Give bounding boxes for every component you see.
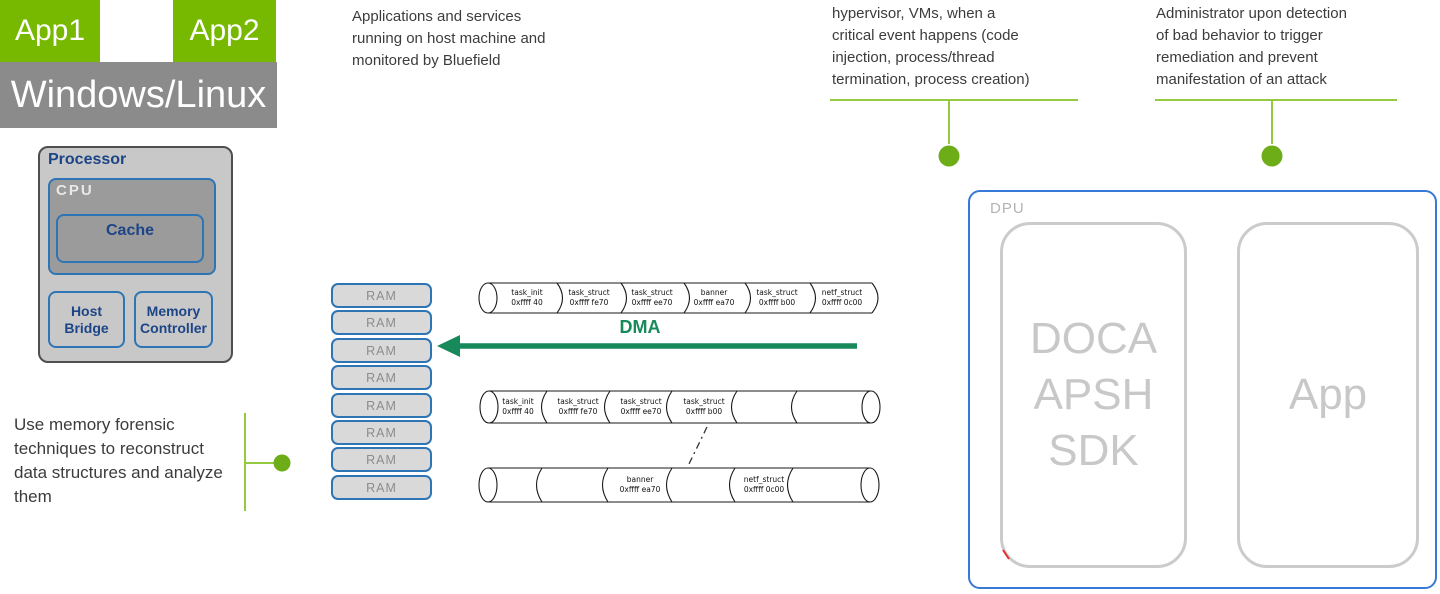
annotation-events-line: critical event happens (code — [832, 27, 1019, 44]
mem-seg-addr: 0xffff b00 — [686, 407, 722, 416]
annotation-admin-line: manifestation of an attack — [1156, 71, 1327, 88]
memory-cylinder-row3: banner 0xffff ea70 netf_struct 0xffff 0c… — [478, 467, 880, 503]
annotation-forensics-line: data structures and analyze — [14, 463, 223, 482]
app2-box: App2 — [173, 0, 276, 62]
os-box: Windows/Linux — [0, 62, 277, 128]
ram-box: RAM — [331, 393, 432, 418]
doca-line: SDK — [1048, 426, 1139, 475]
memory-cylinder-row1: task_init 0xffff 40 task_struct 0xffff f… — [478, 282, 879, 314]
mem-seg-name: task_struct — [683, 397, 724, 406]
ram-label: RAM — [366, 452, 397, 467]
annotation-apps-line: running on host machine and — [352, 30, 546, 47]
annotation-admin-line: of bad behavior to trigger — [1156, 27, 1323, 44]
annotation-connector-events — [830, 99, 1078, 167]
doca-apsh-sdk-box: DOCA APSH SDK — [1000, 222, 1187, 568]
mem-seg-name: banner — [627, 475, 654, 484]
annotation-forensics: Use memory forensic techniques to recons… — [14, 413, 223, 509]
memory-controller-label: Memory Controller — [140, 302, 207, 336]
annotation-events-line: hypervisor, VMs, when a — [832, 5, 996, 22]
cpu-label: CPU — [56, 182, 94, 199]
mem-seg-addr: 0xffff fe70 — [570, 298, 609, 307]
mem-seg-name: netf_struct — [744, 475, 785, 484]
annotation-apps: Applications and services running on hos… — [352, 6, 545, 72]
mem-seg-addr: 0xffff ee70 — [632, 298, 673, 307]
host-bridge-label: Host Bridge — [64, 302, 109, 336]
ram-box: RAM — [331, 447, 432, 472]
ram-box: RAM — [331, 310, 432, 335]
mem-seg-addr: 0xffff b00 — [759, 298, 795, 307]
mem-seg-addr: 0xffff ee70 — [621, 407, 662, 416]
mem-seg-name: task_struct — [756, 288, 797, 297]
mem-seg-name: task_struct — [620, 397, 661, 406]
os-label: Windows/Linux — [10, 73, 267, 116]
app2-label: App2 — [189, 14, 260, 47]
annotation-forensics-line: techniques to reconstruct — [14, 439, 204, 458]
dma-arrow — [437, 335, 857, 357]
ram-label: RAM — [366, 370, 397, 385]
ram-label: RAM — [366, 315, 397, 330]
linked-list-dashed-connector — [688, 426, 708, 465]
ram-label: RAM — [366, 288, 397, 303]
dma-arrowhead — [437, 335, 460, 357]
mem-seg-name: task_struct — [568, 288, 609, 297]
dpu-app-label: App — [1288, 370, 1368, 419]
green-dot — [1261, 145, 1283, 167]
ram-box: RAM — [331, 365, 432, 390]
mem-seg-addr: 0xffff ea70 — [620, 485, 661, 494]
ram-label: RAM — [366, 343, 397, 358]
annotation-apps-line: Applications and services — [352, 8, 522, 25]
annotation-connector-forensics — [244, 413, 291, 511]
memory-cylinder-row2: task_init 0xffff 40 task_struct 0xffff f… — [479, 390, 881, 424]
cache-label: Cache — [105, 222, 155, 239]
memory-controller-box: Memory Controller — [134, 291, 213, 348]
annotation-forensics-line: Use memory forensic — [14, 415, 175, 434]
app1-box: App1 — [0, 0, 100, 62]
mem-seg-name: netf_struct — [822, 288, 863, 297]
mem-seg-name: task_init — [502, 397, 533, 406]
dpu-app-box: App — [1237, 222, 1419, 568]
annotation-connector-admin — [1155, 99, 1397, 167]
ram-label: RAM — [366, 480, 397, 495]
dma-label: DMA — [619, 317, 661, 337]
mem-seg-addr: 0xffff 40 — [511, 298, 543, 307]
ram-box: RAM — [331, 338, 432, 363]
red-mark — [1002, 549, 1010, 560]
ram-box: RAM — [331, 283, 432, 308]
annotation-apps-line: monitored by Bluefield — [352, 52, 501, 69]
green-dot — [938, 145, 960, 167]
annotation-events-line: injection, process/thread — [832, 49, 995, 66]
dpu-title: DPU — [990, 200, 1025, 217]
green-dot — [273, 454, 291, 472]
host-bridge-box: Host Bridge — [48, 291, 125, 348]
doca-line: APSH — [1033, 370, 1154, 419]
mem-seg-addr: 0xffff 0c00 — [744, 485, 785, 494]
mem-seg-name: task_struct — [557, 397, 598, 406]
mem-seg-name: task_struct — [631, 288, 672, 297]
mem-seg-name: banner — [701, 288, 728, 297]
ram-label: RAM — [366, 425, 397, 440]
annotation-admin-line: remediation and prevent — [1156, 49, 1318, 66]
annotation-events: hypervisor, VMs, when a critical event h… — [832, 3, 1030, 91]
ram-box: RAM — [331, 420, 432, 445]
mem-seg-addr: 0xffff fe70 — [559, 407, 598, 416]
mem-seg-name: task_init — [511, 288, 542, 297]
annotation-admin: Administrator upon detection of bad beha… — [1156, 3, 1347, 91]
doca-line: DOCA — [1029, 314, 1158, 363]
mem-seg-addr: 0xffff 40 — [502, 407, 534, 416]
app1-label: App1 — [14, 14, 86, 47]
annotation-admin-line: Administrator upon detection — [1156, 5, 1347, 22]
annotation-events-line: termination, process creation) — [832, 71, 1030, 88]
ram-box: RAM — [331, 475, 432, 500]
ram-label: RAM — [366, 398, 397, 413]
mem-seg-addr: 0xffff 0c00 — [822, 298, 863, 307]
cache-box: Cache — [56, 214, 204, 263]
annotation-forensics-line: them — [14, 487, 52, 506]
processor-title: Processor — [48, 151, 127, 168]
mem-seg-addr: 0xffff ea70 — [694, 298, 735, 307]
